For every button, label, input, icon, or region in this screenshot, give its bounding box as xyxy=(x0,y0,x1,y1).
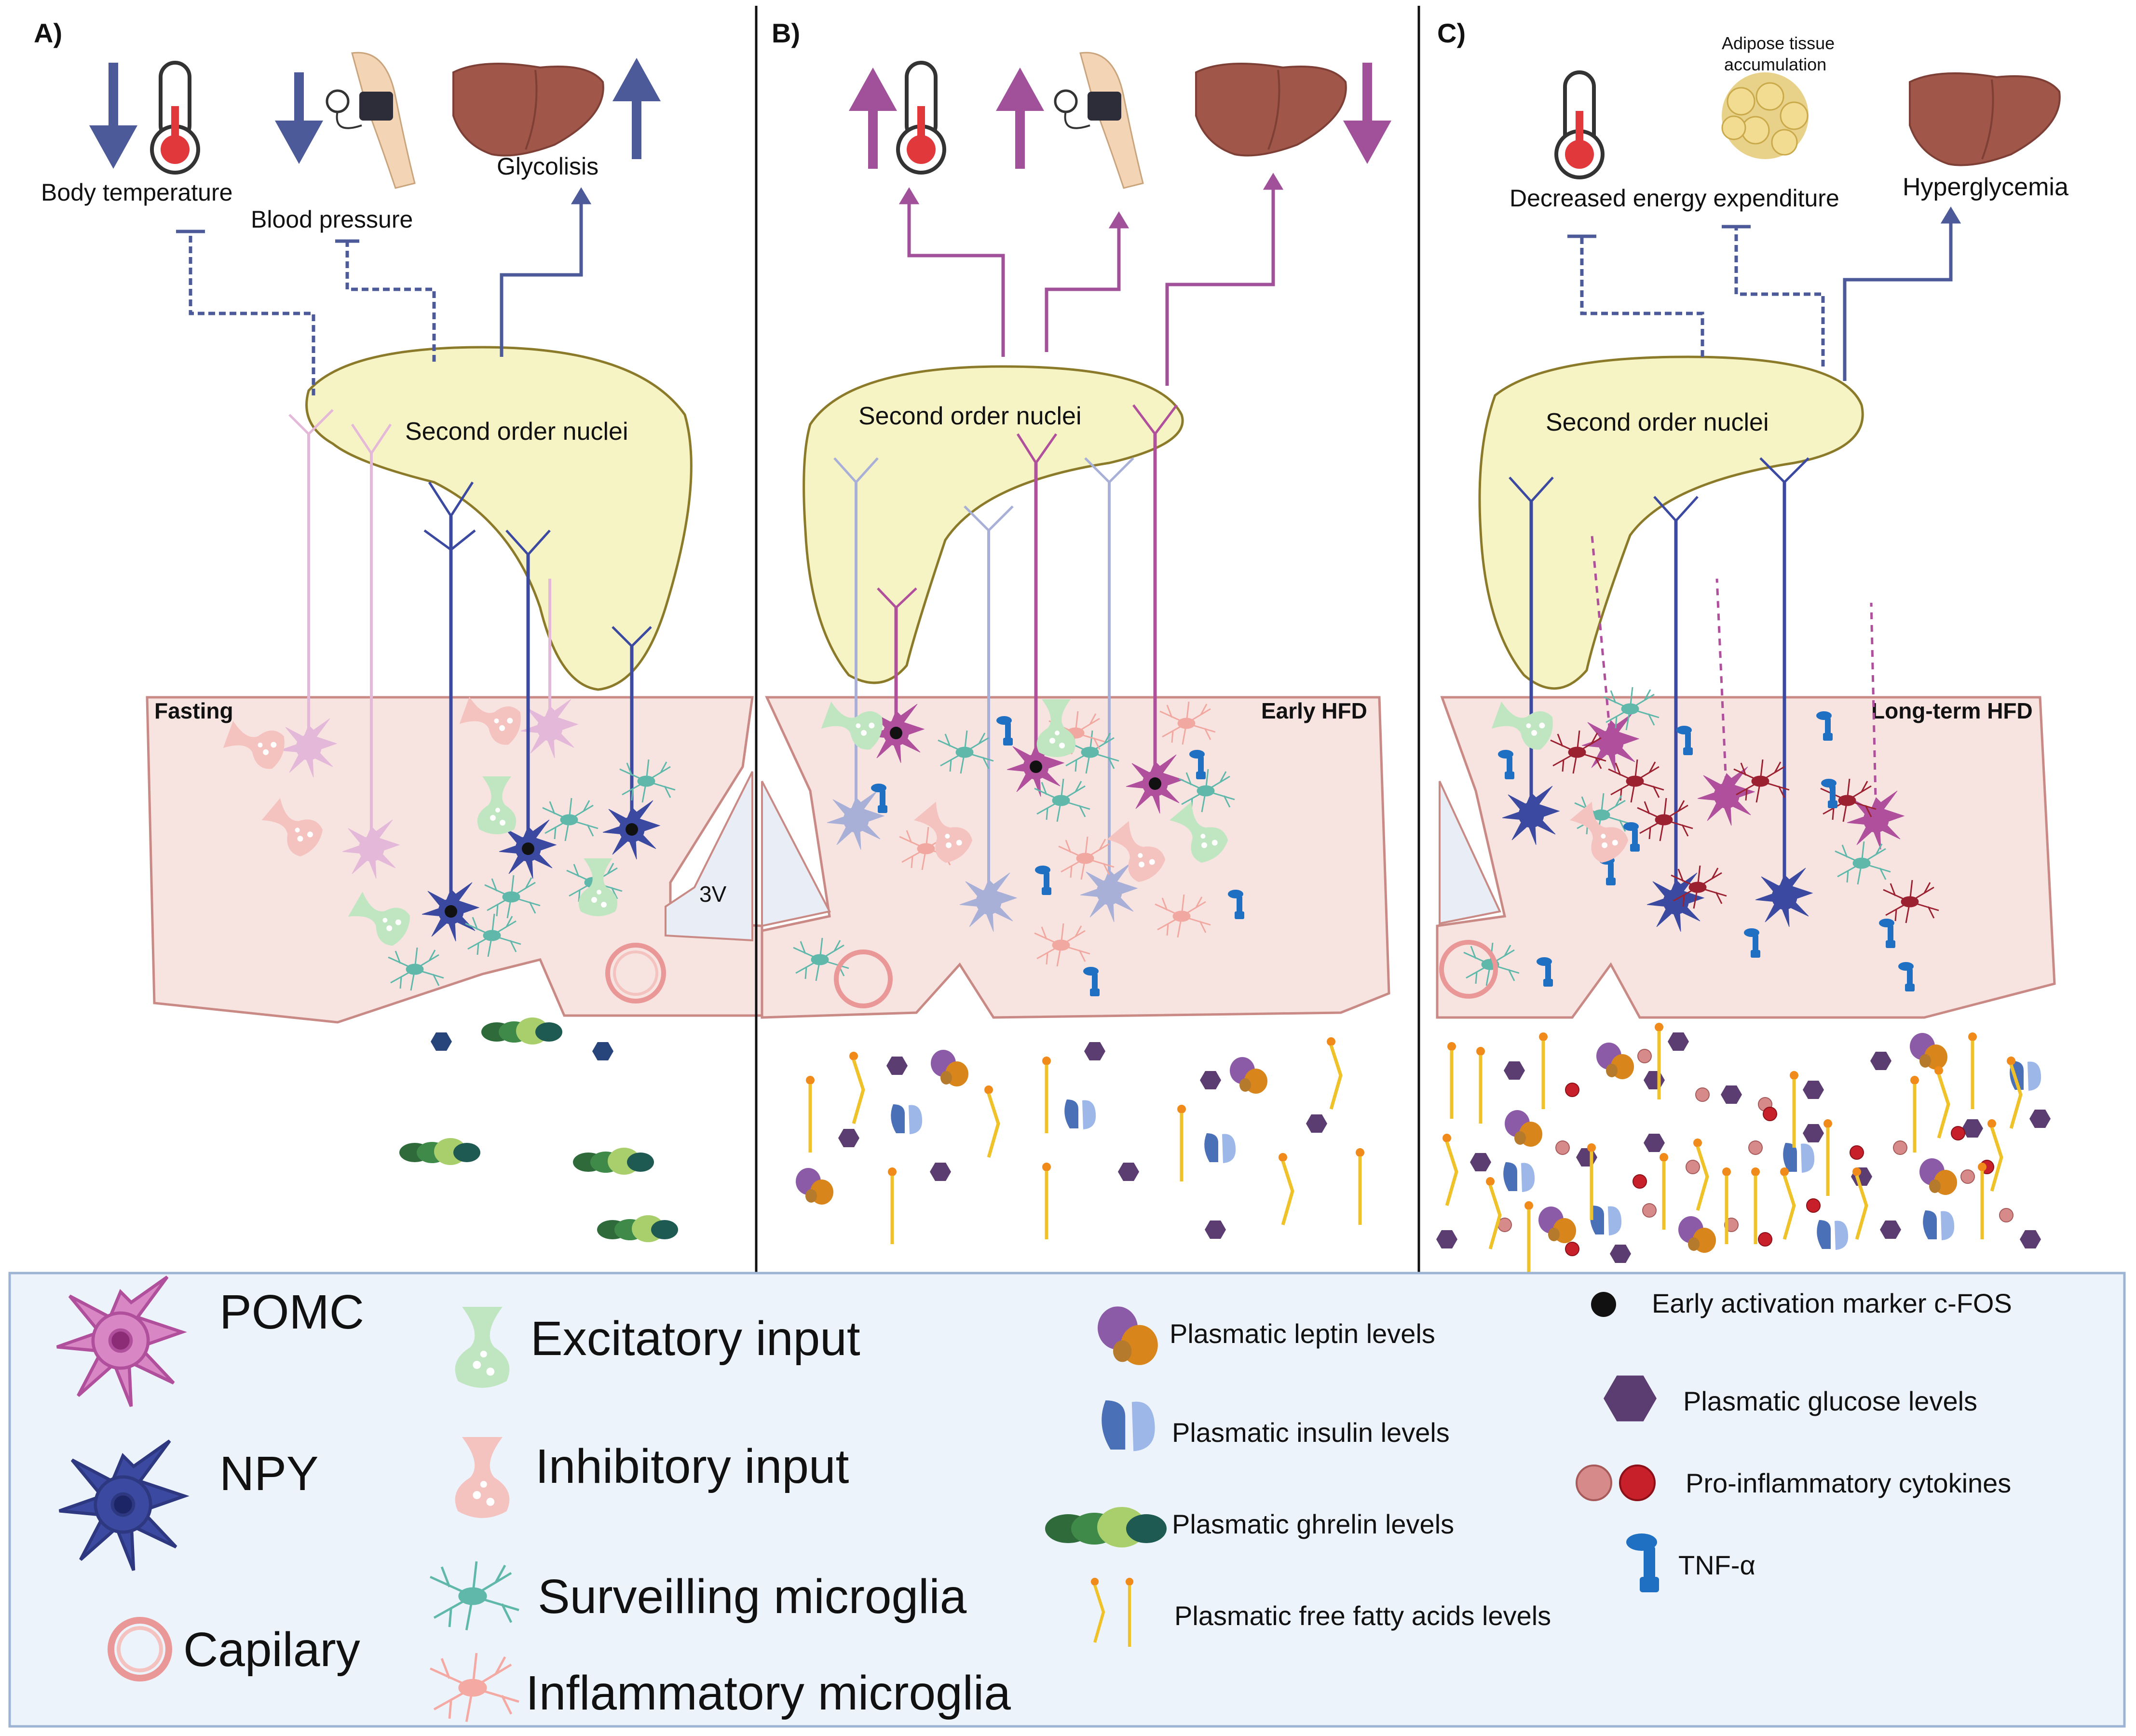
panel-a-pressure-arrow xyxy=(275,72,323,164)
panel-a-plasma xyxy=(399,1017,678,1242)
legend-ghrelin-label: Plasmatic ghrelin levels xyxy=(1172,1509,1454,1539)
legend-inflammatory-microglia-label: Inflammatory microglia xyxy=(526,1666,1011,1720)
panel-c-capillary xyxy=(1439,940,1498,999)
panel-b-blood-pressure-icon xyxy=(1054,52,1144,189)
panel-a-liver-icon xyxy=(452,63,604,157)
panel-b-nuclei-label: Second order nuclei xyxy=(858,402,1082,430)
legend-box xyxy=(8,1272,2126,1728)
panel-a-ventricle-label: 3V xyxy=(699,882,727,907)
panel-c-npy-neurons xyxy=(1502,457,1813,932)
panel-c-second-order-nuclei xyxy=(1478,355,1864,690)
panel-b-liver-icon xyxy=(1195,63,1347,157)
legend-cfos-label: Early activation marker c-FOS xyxy=(1652,1288,2012,1318)
panel-a-cfos-markers xyxy=(445,823,638,918)
panel-c-liver-icon xyxy=(1909,72,2061,166)
panel-b-pressure-arrow xyxy=(996,68,1044,169)
legend-inhibitory-label: Inhibitory input xyxy=(535,1439,849,1493)
panel-a-hypothalamus-tissue xyxy=(146,696,763,1024)
panel-c-plasma xyxy=(1436,1023,2051,1278)
panel-a-glycolisis-arrow xyxy=(612,58,661,159)
panel-c-links xyxy=(1567,206,1961,381)
legend-npy-label: NPY xyxy=(219,1447,319,1501)
panel-c-pomc-neurons xyxy=(1581,530,1905,850)
panel-a-thermometer-icon xyxy=(150,61,200,175)
panel-c-output-hyperglycemia-label: Hyperglycemia xyxy=(1903,173,2068,201)
panel-b-glycolisis-arrow xyxy=(1343,63,1391,164)
panel-c-letter: C) xyxy=(1437,18,1466,48)
panel-a-nuclei-label: Second order nuclei xyxy=(405,418,628,446)
panel-c-nuclei-label: Second order nuclei xyxy=(1546,408,1769,436)
panel-b-temperature-arrow xyxy=(849,68,897,169)
panel-b-hypothalamus-tissue xyxy=(761,696,1390,1019)
panel-a: A) 3V Fasting Second order nuclei xyxy=(34,18,763,1024)
panel-b-cfos-markers xyxy=(890,727,1161,790)
legend-pomc-icon xyxy=(57,1277,182,1406)
panel-a-output-temperature-label: Body temperature xyxy=(41,179,232,206)
panel-a-npy-neurons-active xyxy=(422,481,660,942)
panel-c-thermometer-icon xyxy=(1554,70,1605,179)
legend-insulin-label: Plasmatic insulin levels xyxy=(1172,1417,1450,1448)
panel-c-condition-label: Long-term HFD xyxy=(1871,698,2033,723)
legend: POMC NPY Capilary Excitatory input Inhib… xyxy=(8,1272,2126,1728)
panel-b-npy-neurons-inactive xyxy=(827,457,1138,932)
panel-a-letter: A) xyxy=(34,18,62,48)
panel-c-hypothalamus-tissue xyxy=(1436,696,2056,1019)
panel-a-condition-label: Fasting xyxy=(154,698,233,723)
panel-c-adipose-label-line2: accumulation xyxy=(1724,54,1826,74)
panel-c-adipose-tissue-icon xyxy=(1721,72,1809,159)
panel-b-letter: B) xyxy=(772,18,800,48)
panel-a-temperature-arrow xyxy=(89,63,137,169)
legend-cfos-dot-icon xyxy=(1591,1292,1616,1317)
panel-a-output-pressure-label: Blood pressure xyxy=(251,206,413,233)
panel-b: B) Early HFD Second order nuclei xyxy=(761,18,1391,1019)
legend-tnf-alpha-label: TNF-α xyxy=(1678,1550,1755,1580)
legend-capillary-icon xyxy=(108,1617,172,1682)
panel-c-adipose-label-line1: Adipose tissue xyxy=(1722,33,1835,53)
panel-a-second-order-nuclei xyxy=(305,346,693,691)
panel-a-pomc-neurons-inactive xyxy=(279,409,578,879)
panel-a-blood-pressure-icon xyxy=(326,52,416,189)
panel-b-third-ventricle xyxy=(761,781,831,927)
legend-excitatory-label: Excitatory input xyxy=(531,1312,860,1366)
legend-leptin-label: Plasmatic leptin levels xyxy=(1170,1318,1435,1349)
panel-a-capillary xyxy=(605,943,666,1004)
panel-c-third-ventricle xyxy=(1439,781,1501,925)
panel-b-thermometer-icon xyxy=(896,61,946,175)
legend-cytokine-label: Pro-inflammatory cytokines xyxy=(1686,1468,2011,1498)
panel-b-condition-label: Early HFD xyxy=(1261,698,1367,723)
panel-a-links xyxy=(176,187,592,395)
panel-b-capillary xyxy=(834,949,893,1008)
legend-glucose-label: Plasmatic glucose levels xyxy=(1683,1386,1977,1416)
panel-c-output-energy-label: Decreased energy expenditure xyxy=(1510,185,1839,212)
panel-b-plasma xyxy=(796,1037,1364,1244)
legend-fatty-acid-label: Plasmatic free fatty acids levels xyxy=(1174,1600,1551,1631)
panel-b-pomc-neurons-active xyxy=(867,404,1184,814)
legend-cytokine-icon xyxy=(1576,1465,1656,1501)
panel-a-third-ventricle xyxy=(665,771,753,942)
legend-surveilling-microglia-label: Surveilling microglia xyxy=(538,1570,967,1624)
legend-pomc-label: POMC xyxy=(219,1285,364,1339)
legend-capillary-label: Capilary xyxy=(183,1623,360,1677)
panel-c: C) Long-term HFD Second order nuclei xyxy=(1436,18,2068,1019)
panel-a-output-glycolisis-label: Glycolisis xyxy=(497,153,599,180)
legend-npy-icon xyxy=(59,1441,185,1570)
panel-b-links xyxy=(898,173,1284,386)
